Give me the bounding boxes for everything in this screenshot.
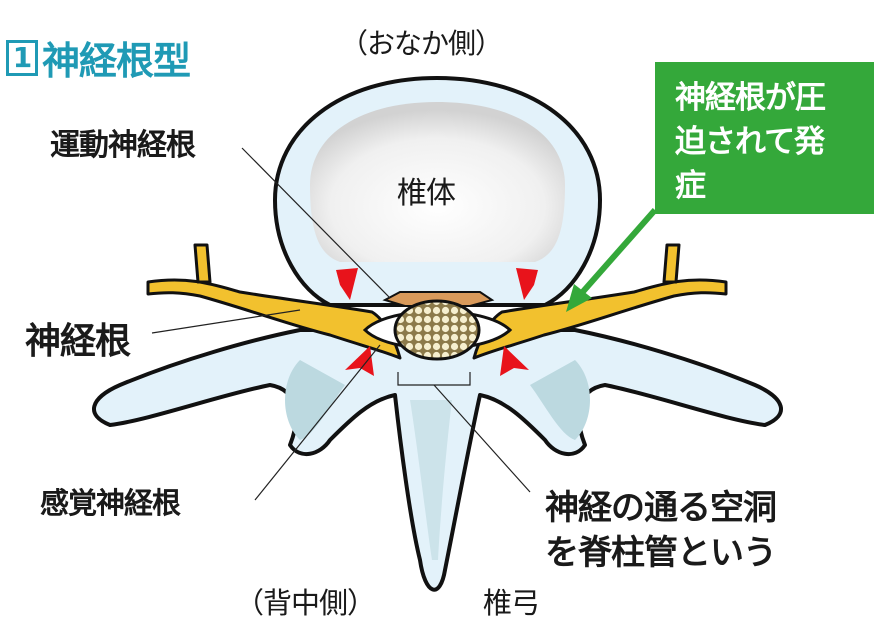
spinal-canal-label-line2: を脊柱管という: [545, 533, 777, 573]
nerve-roots: [146, 243, 728, 360]
back-side-label: （背中側）: [235, 586, 376, 620]
callout-line: 症: [675, 168, 706, 204]
sensory-nerve-root-label: 感覚神経根: [40, 486, 181, 520]
nerve-root-label: 神経根: [25, 321, 131, 362]
vertebral-body-label: 椎体: [397, 176, 456, 211]
spinal-canal-label-line1: 神経の通る空洞: [545, 488, 777, 528]
leader-lines: [151, 147, 531, 501]
callout-line: 神経根が圧: [675, 80, 826, 116]
vertebral-body: [272, 75, 603, 307]
callout-pointer-arrow: [566, 208, 658, 312]
disc: [382, 291, 495, 307]
title-text: 神経根型: [42, 39, 191, 83]
compression-arrows: [336, 268, 538, 376]
page-title: 1 神経根型: [6, 30, 191, 85]
callout-box: 神経根が圧 迫されて発 症: [655, 62, 874, 214]
front-side-label: （おなか側）: [340, 27, 503, 60]
motor-nerve-root-label: 運動神経根: [50, 128, 196, 163]
section-number-badge: 1: [6, 39, 38, 76]
callout-line: 迫されて発: [675, 124, 825, 160]
vertebral-arch-label: 椎弓: [483, 586, 540, 620]
spinal-cord: [393, 299, 481, 361]
